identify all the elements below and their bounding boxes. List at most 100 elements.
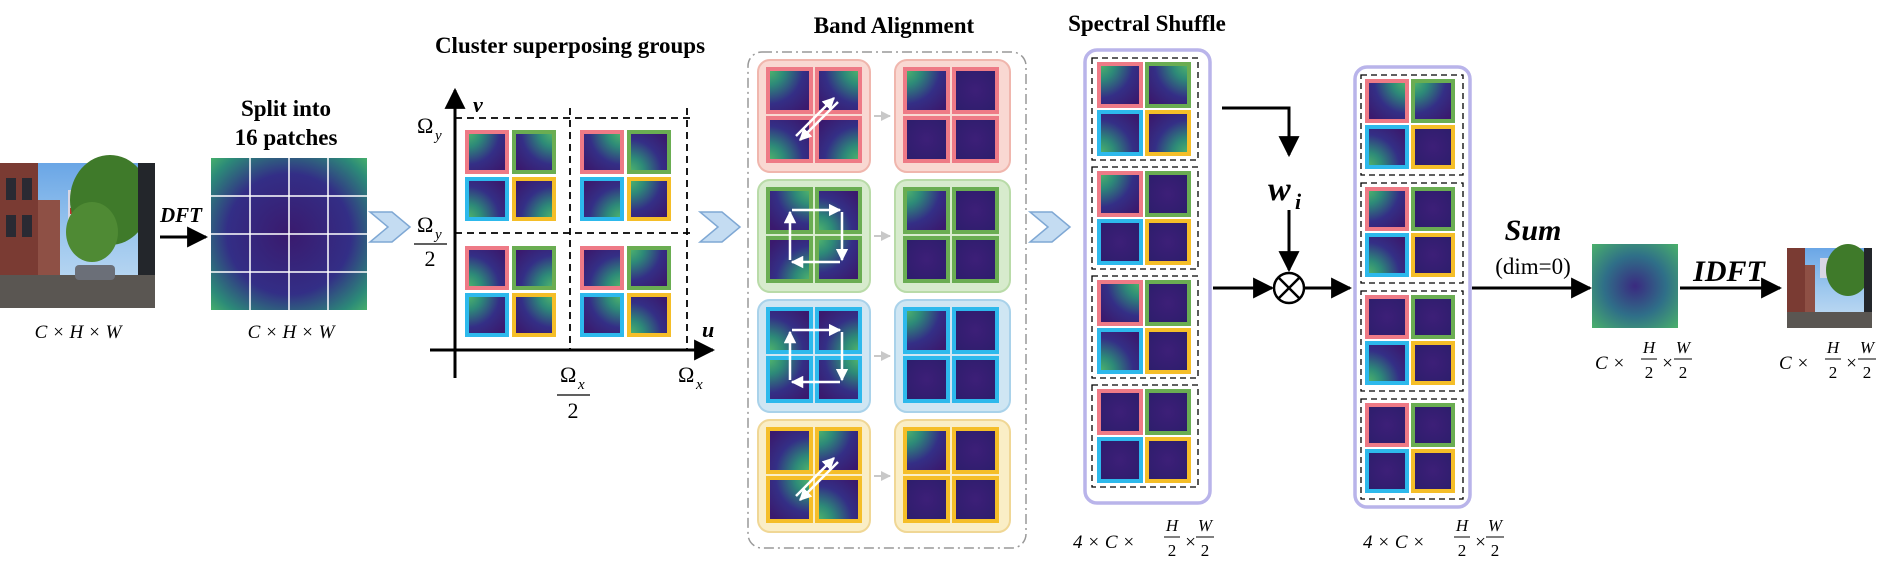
svg-text:2: 2: [1491, 541, 1500, 560]
spectrum-patch: [815, 67, 862, 114]
spectrum-patch: [952, 187, 999, 234]
svg-text:4 × C ×: 4 × C ×: [1073, 532, 1135, 553]
svg-text:W: W: [1676, 338, 1692, 357]
svg-text:2: 2: [1168, 541, 1177, 560]
omega-x-label: Ω x: [678, 362, 703, 393]
spectrum-patch: [627, 130, 671, 174]
spectrum-patch: [903, 67, 950, 114]
spectrum-patch: [766, 67, 813, 114]
cluster-title: Cluster superposing groups: [435, 33, 705, 58]
weighted-group: [1360, 74, 1464, 176]
omega-x-half-label: Ω x 2: [557, 362, 590, 423]
spectrum-patch: [1145, 110, 1191, 156]
spectrum-patch: [1365, 449, 1409, 493]
svg-text:Ω: Ω: [560, 362, 576, 387]
swap-arrow: [799, 461, 839, 501]
weight-label: w i: [1268, 171, 1302, 214]
spectrum-patch: [903, 356, 950, 403]
split-title-2: 16 patches: [235, 125, 338, 150]
cluster-axes: [430, 87, 716, 378]
chevron-icon: [367, 211, 412, 243]
spectrum-patch: [952, 356, 999, 403]
omega-y-half-label: Ω y 2: [414, 212, 447, 271]
spectrum-patch: [465, 293, 509, 337]
spectrum-patch: [1097, 110, 1143, 156]
spectrum-patch: [465, 130, 509, 174]
spectrum-patch: [1145, 328, 1191, 374]
svg-text:W: W: [1488, 516, 1504, 535]
spectrum-patch: [512, 177, 556, 221]
idft-label: IDFT: [1692, 255, 1766, 288]
spectrum-patch: [952, 476, 999, 523]
spectrum-patch: [1097, 219, 1143, 265]
spectrum-patch: [1411, 233, 1455, 277]
svg-text:Ω: Ω: [417, 113, 433, 138]
spectrum-patch: [512, 293, 556, 337]
spectrum-patch: [952, 427, 999, 474]
spectrum-patch: [1411, 79, 1455, 123]
spectrum-patch: [1365, 187, 1409, 231]
spectrum-patch: [1097, 171, 1143, 217]
svg-text:2: 2: [425, 246, 436, 271]
weighted-group: [1360, 290, 1464, 392]
svg-text:C ×: C ×: [1595, 353, 1625, 374]
svg-text:H: H: [1455, 516, 1470, 535]
svg-text:×: ×: [1661, 353, 1674, 374]
spectrum-patch: [1365, 233, 1409, 277]
band-rows: [757, 59, 1011, 533]
spectrum-patch: [1097, 389, 1143, 435]
spectrum-patch: [903, 187, 950, 234]
svg-text:2: 2: [1645, 363, 1654, 382]
spectrum-patch: [580, 246, 624, 290]
svg-text:w: w: [1268, 171, 1291, 208]
band-alignment-frame: [747, 51, 1027, 549]
split-title-1: Split into: [241, 96, 331, 121]
output-dim: C × H 2 × W 2: [1779, 338, 1876, 382]
output-image: [1787, 244, 1872, 328]
spectrum-patch: [1411, 341, 1455, 385]
svg-text:W: W: [1198, 516, 1214, 535]
spectrum-patch: [1411, 295, 1455, 339]
svg-text:2: 2: [1201, 541, 1210, 560]
split-spectrum: [211, 158, 367, 310]
shuffle-group: [1091, 384, 1199, 488]
svg-text:2: 2: [1829, 363, 1838, 382]
svg-text:2: 2: [1458, 541, 1467, 560]
weighted-group: [1360, 398, 1464, 500]
shuffle-stack-frame: [1083, 48, 1212, 505]
spectrum-patch: [1097, 280, 1143, 326]
svg-text:y: y: [433, 128, 442, 144]
spectrum-patch: [1145, 62, 1191, 108]
spectrum-patch: [766, 427, 813, 474]
split-dim: C × H × W: [248, 322, 337, 343]
svg-text:y: y: [433, 227, 442, 243]
svg-text:4 × C ×: 4 × C ×: [1363, 532, 1425, 553]
chevron-icon: [697, 211, 742, 243]
input-dim: C × H × W: [35, 322, 124, 343]
shuffle-group: [1091, 275, 1199, 379]
spectrum-patch: [627, 246, 671, 290]
spectrum-patch: [815, 476, 862, 523]
spectrum-patch: [903, 427, 950, 474]
spectrum-patch: [1145, 171, 1191, 217]
spectrum-patch: [766, 116, 813, 163]
spectrum-patch: [512, 130, 556, 174]
spectrum-patch: [627, 177, 671, 221]
spectrum-patch: [1097, 328, 1143, 374]
spectrum-patch: [952, 116, 999, 163]
summed-spectrum: [1592, 244, 1678, 328]
svg-text:W: W: [1860, 338, 1876, 357]
omega-y-label: Ω y: [417, 113, 442, 144]
svg-text:×: ×: [1184, 532, 1197, 553]
spectrum-patch: [1411, 125, 1455, 169]
spectrum-patch: [952, 307, 999, 354]
shuffle-stack: [1091, 57, 1199, 488]
svg-text:H: H: [1642, 338, 1657, 357]
spectrum-patch: [627, 293, 671, 337]
spectrum-patch: [1097, 62, 1143, 108]
shuffle-group: [1091, 57, 1199, 161]
svg-text:x: x: [695, 377, 703, 393]
svg-text:Ω: Ω: [678, 362, 694, 387]
svg-text:H: H: [1826, 338, 1841, 357]
svg-text:2: 2: [1863, 363, 1872, 382]
